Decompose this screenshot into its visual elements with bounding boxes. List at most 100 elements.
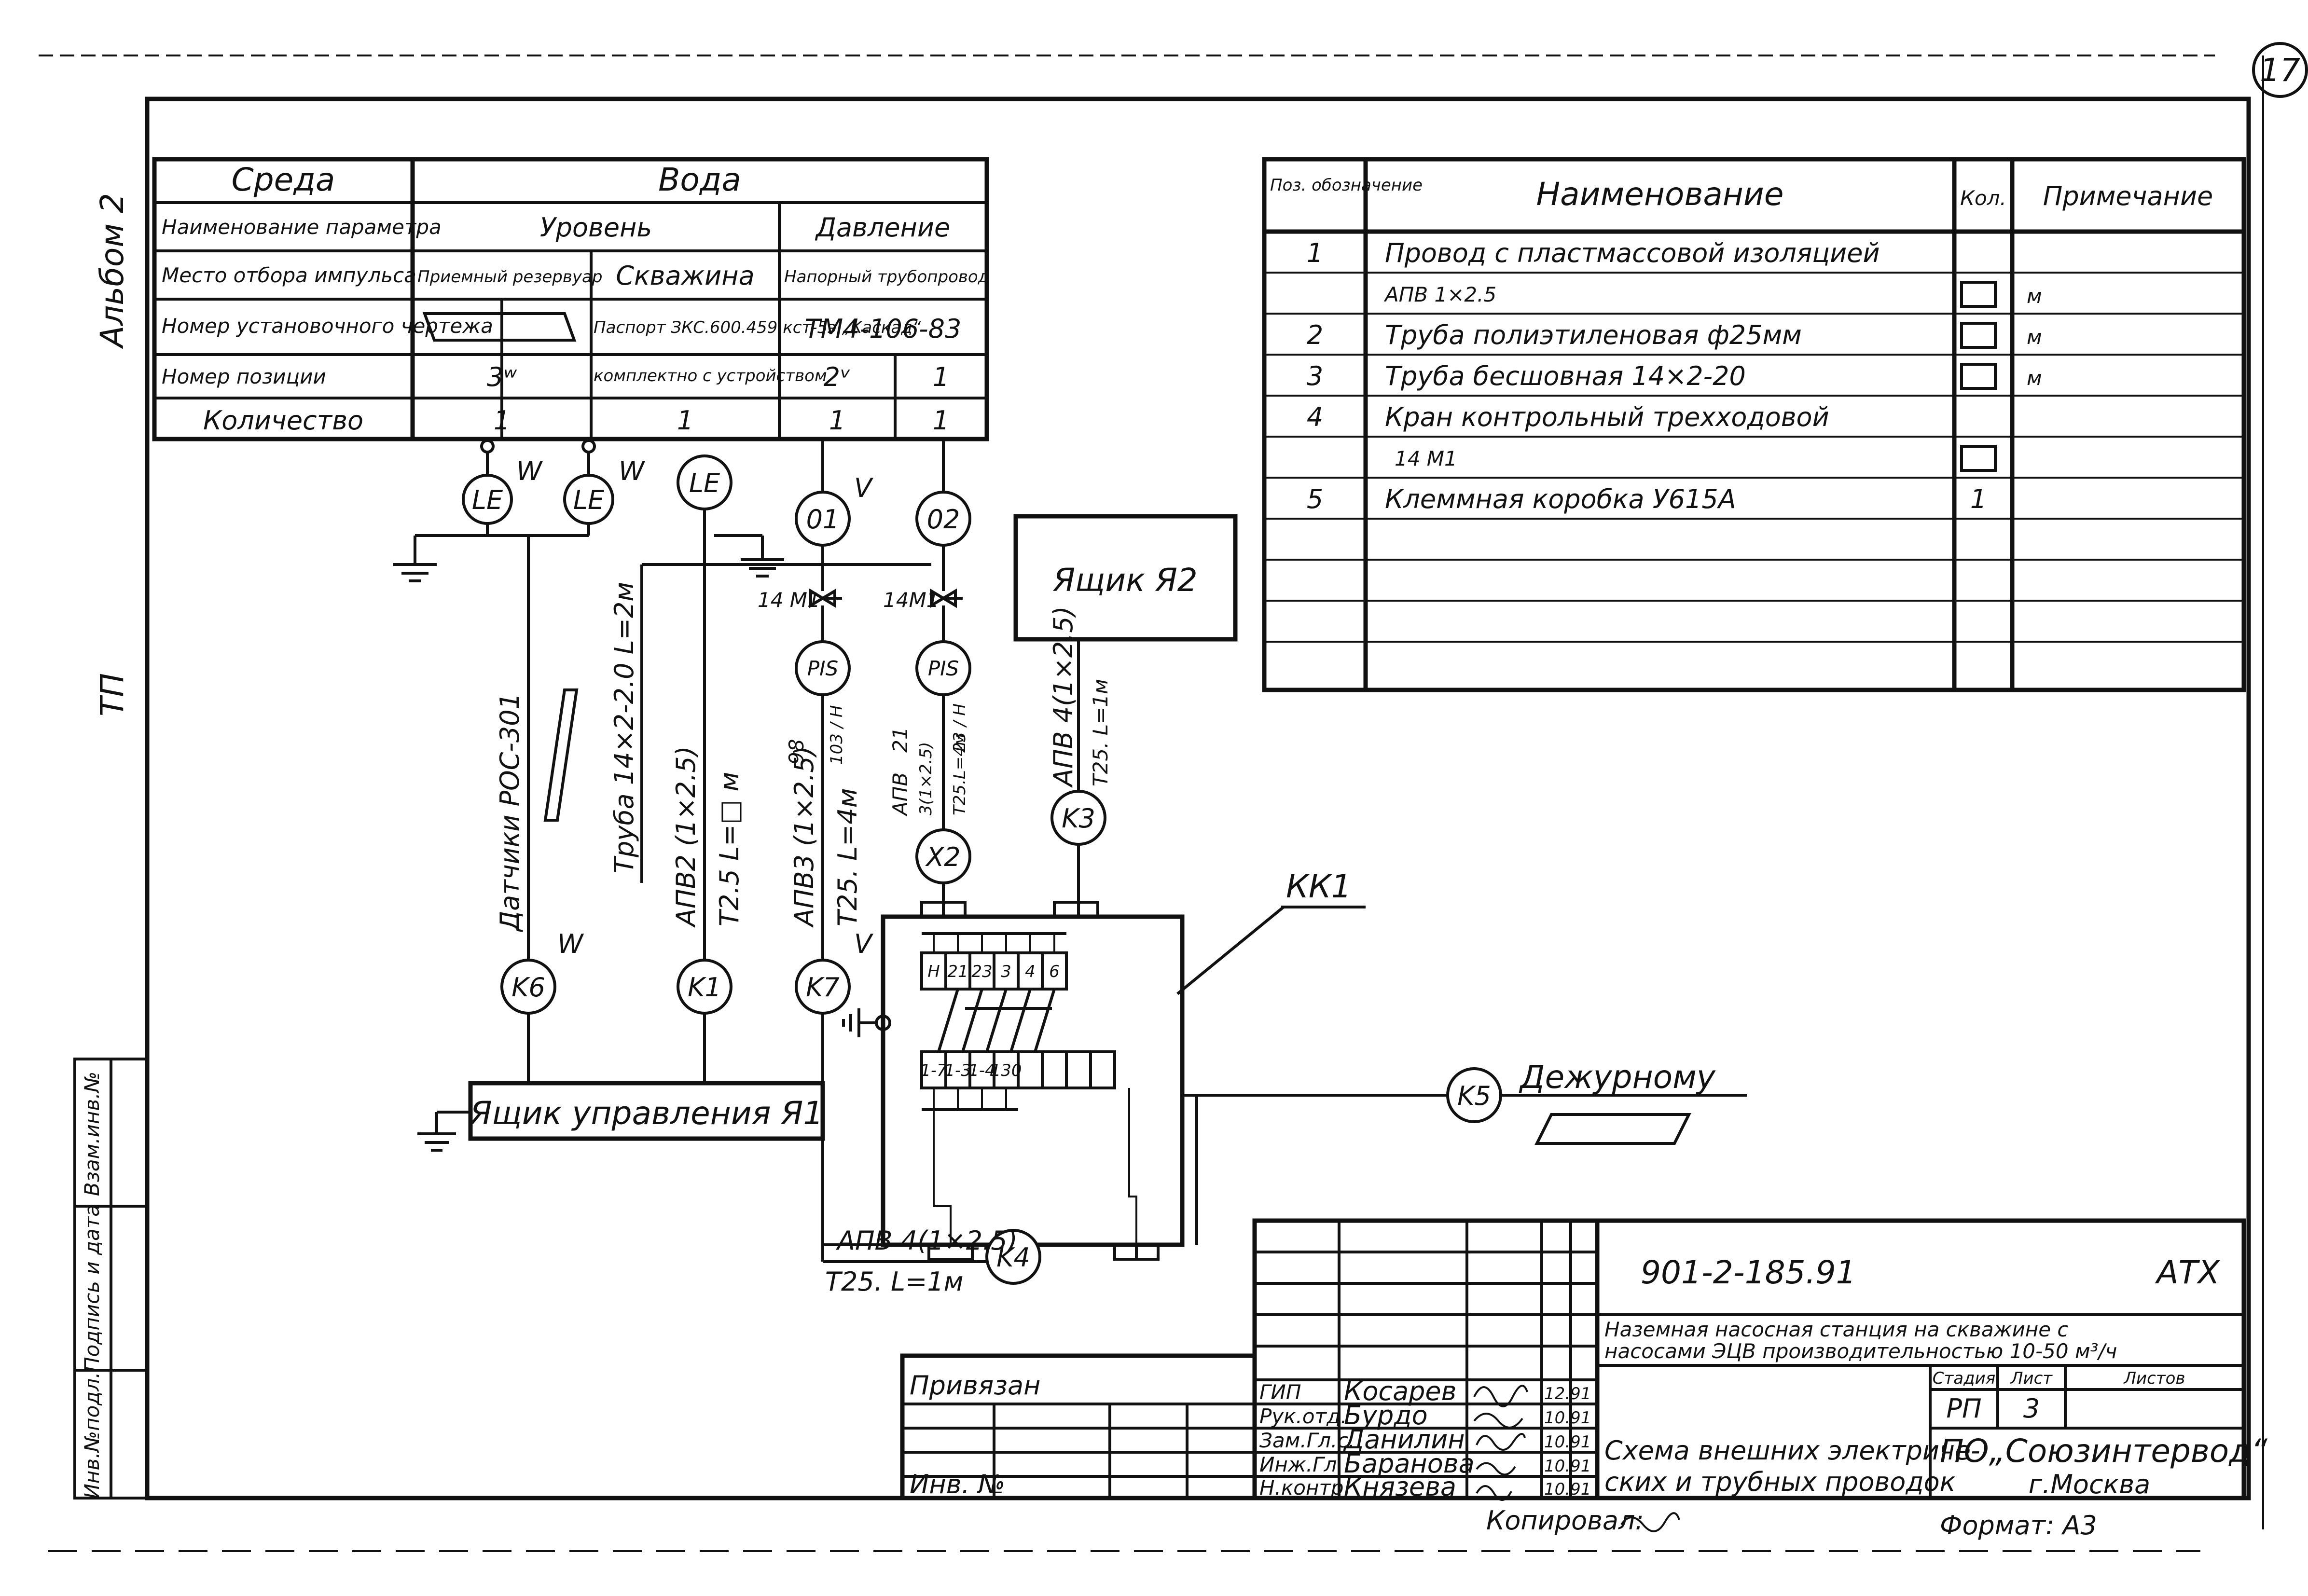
stamp-sign-label: Подпись и дата (80, 1204, 104, 1372)
cable-pipe-label: Труба 14×2-2.0 L=2м (609, 582, 639, 873)
box-a2 (1013, 514, 1238, 642)
param-qty-2: 1 (677, 405, 693, 436)
date-label: 10.91 (1544, 1408, 1591, 1428)
spec-row: 5 Клеммная коробка У615А 1 (1307, 484, 1987, 514)
terminal-top-label: 21 (947, 962, 968, 981)
role-label: Н.контр. (1259, 1476, 1350, 1500)
terminal-bottom-label: 1-3 (944, 1061, 971, 1080)
box-a1-label: Ящик управления Я1 (470, 1095, 824, 1132)
cable-k4-length: Т25. L=1м (825, 1266, 963, 1297)
terminal-top-label: 3 (1001, 962, 1011, 981)
param-pressure: Давление (815, 212, 950, 243)
param-tap-pipeline: Напорный трубопровод (784, 267, 989, 287)
spec-qty-blank (1960, 445, 1997, 472)
terminal-top-label: 23 (971, 962, 992, 981)
param-drawing-label: Номер установочного чертежа (162, 314, 493, 338)
date-label: 10.91 (1544, 1432, 1591, 1452)
signature-marks (1473, 1385, 1528, 1501)
pressure-point-02-label: 02 (927, 504, 960, 535)
spec-row: 3 Труба бесшовная 14×2-20 м (1307, 361, 2042, 391)
name-label: Князева (1344, 1472, 1456, 1502)
spec-table: Поз. обозначение Наименование Кол. Приме… (1262, 157, 2246, 692)
spec-pos: 5 (1307, 484, 1323, 514)
spec-row: 1 Провод с пластмассовой изоляцией (1307, 238, 1880, 268)
stage-header: Стадия (1933, 1369, 1995, 1388)
spec-row-lines (1264, 272, 2244, 643)
role-label: Зам.Гл.с. (1259, 1429, 1355, 1452)
inv-no-label: Инв. № (910, 1469, 1005, 1500)
cable-k3-label: АПВ 4(1×2.5) (1048, 606, 1078, 788)
param-qty-3: 1 (829, 405, 845, 436)
cable-apv2-length: Т2.5 L=□ м (714, 772, 745, 926)
sheet-value: 3 (2023, 1393, 2040, 1424)
spec-pos: 4 (1307, 402, 1323, 432)
spec-name: 14 М1 (1395, 447, 1457, 470)
spec-name: Труба полиэтиленовая ф25мм (1385, 320, 1802, 350)
duty-blank-box (1534, 1113, 1691, 1145)
spec-note: м (2027, 325, 2042, 349)
cable-apv3-label: АПВ3 (1×2.5) (789, 746, 819, 928)
project-title-line1: Наземная насосная станция на скважине с (1604, 1318, 2069, 1341)
spec-header-pos: Поз. обозначение (1270, 176, 1423, 195)
tag-98-sub: 103 / Н (827, 705, 846, 765)
date-label: 12.91 (1544, 1384, 1591, 1403)
sheets-header: Листов (2123, 1369, 2185, 1388)
role-label: Рук.отд. (1259, 1404, 1347, 1428)
side-tp-label: ТП (94, 673, 131, 716)
spec-header-name: Наименование (1536, 176, 1784, 213)
duty-label: Дежурному (1519, 1059, 1716, 1096)
org-name: ПО„Союзинтервод“ (1940, 1432, 2268, 1470)
left-stamp-strip: Взам.инв.№ Подпись и дата Инв.№подл. (73, 1058, 149, 1500)
spec-name: АПВ 1×2.5 (1383, 283, 1496, 306)
valve-2-label: 14М1 (883, 588, 939, 612)
terminal-top-label: Н (927, 962, 940, 981)
pressure-gauge-pis2-label: PIS (928, 657, 959, 680)
box-a2-label: Ящик Я2 (1052, 562, 1198, 599)
spec-header-qty: Кол. (1960, 186, 2006, 210)
cable-apv3-length: Т25. L=4м (832, 788, 863, 926)
junction-k6-label: K6 (511, 972, 545, 1003)
copied-label: Копировал: (1486, 1505, 1644, 1536)
terminal-bottom-label: 1-7 (920, 1061, 947, 1080)
date-label: 10.91 (1544, 1457, 1591, 1476)
date-label: 10.91 (1544, 1480, 1591, 1499)
param-qty-1: 1 (494, 405, 510, 436)
schematic: LE W LE W LE Датчики РОС-301 W K6 Труба … (393, 439, 1747, 1297)
kk1-label: КК1 (1286, 868, 1352, 905)
side-album-label: Альбом 2 (94, 193, 131, 349)
k7-suffix: V (854, 929, 874, 959)
cable-x2-cross: 3(1×2.5) (916, 742, 936, 815)
junction-k4 (985, 1229, 1041, 1285)
tag-21-sub: 23 / Н (950, 703, 969, 753)
junction-k4-label: K4 (996, 1242, 1030, 1273)
spec-row: 2 Труба полиэтиленовая ф25мм м (1307, 320, 2042, 350)
param-name-label: Наименование параметра (162, 215, 442, 239)
param-tap-label: Место отбора импульса (162, 263, 416, 287)
param-position-2v: 2ᵛ (824, 362, 851, 392)
param-level: Уровень (540, 212, 652, 243)
spec-note: м (2027, 366, 2042, 390)
stage-value: РП (1946, 1393, 1981, 1424)
cable-x2-label: АПВ (888, 772, 912, 817)
terminal-box-kk1: Н 21 23 3 4 6 1-7 1-3 1-4 130 (881, 901, 1216, 1261)
level-sensor-label: LE (472, 485, 503, 515)
spec-qty-blank (1960, 281, 1997, 308)
cable-k3-length: Т25. L=1м (1089, 679, 1112, 786)
sheet-title-line2: ских и трубных проводок (1604, 1467, 1956, 1497)
param-drawing-passport: Паспорт ЗКС.600.459 кст-5э.„Каскад“ (594, 318, 921, 337)
level-sensor-label: LE (689, 468, 720, 498)
cable-apv2-label: АПВ2 (1×2.5) (671, 746, 701, 928)
junction-k3-label: K3 (1062, 803, 1095, 834)
spec-qty: 1 (1970, 484, 1987, 514)
param-position-label: Номер позиции (162, 365, 326, 388)
name-label: Данилин (1343, 1424, 1465, 1455)
k6-suffix: W (557, 929, 584, 959)
param-qty-4: 1 (933, 405, 949, 436)
spec-pos: 1 (1307, 238, 1323, 268)
ground-symbol (741, 536, 784, 578)
param-tap-reservoir: Приемный резервуар (417, 267, 602, 287)
title-block: Привязан Инв. № ГИП Рук.отд. Зам.Гл.с. И… (900, 1218, 2268, 1541)
valve-symbol (809, 588, 842, 608)
param-medium-value: Вода (658, 161, 741, 198)
spec-qty-blank (1960, 322, 1997, 349)
